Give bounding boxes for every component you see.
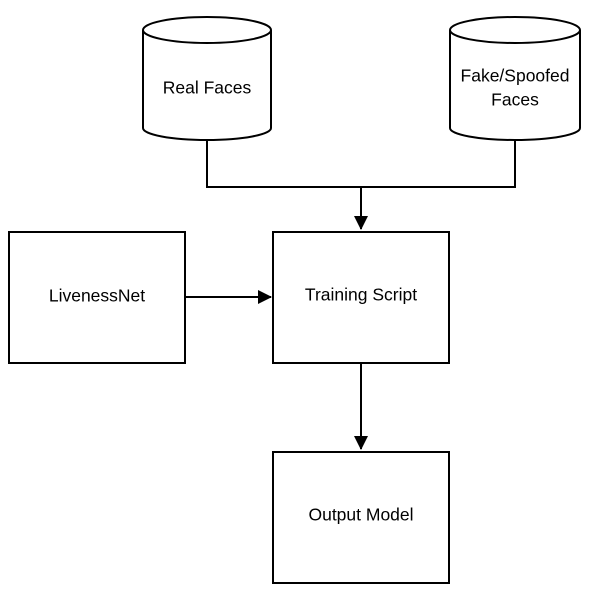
real-faces-label: Real Faces xyxy=(163,78,252,98)
output-model-label: Output Model xyxy=(308,505,413,525)
fake-faces-database: Fake/Spoofed Faces xyxy=(449,16,581,141)
livenessnet-node: LivenessNet xyxy=(8,231,186,364)
real-faces-database: Real Faces xyxy=(142,16,272,141)
fake-faces-label-line1: Fake/Spoofed xyxy=(461,66,570,86)
fake-faces-label-line2: Faces xyxy=(491,90,539,110)
training-script-node: Training Script xyxy=(272,231,450,364)
real-faces-cylinder-body xyxy=(142,30,272,141)
livenessnet-box xyxy=(8,231,186,364)
livenessnet-label: LivenessNet xyxy=(49,286,145,306)
fake-faces-cylinder-top xyxy=(449,16,581,44)
training-script-box xyxy=(272,231,450,364)
training-script-label: Training Script xyxy=(305,285,417,305)
databases-merge-connector xyxy=(206,141,516,188)
output-model-node: Output Model xyxy=(272,451,450,584)
fake-faces-cylinder-body xyxy=(449,30,581,141)
output-model-box xyxy=(272,451,450,584)
real-faces-cylinder-top xyxy=(142,16,272,44)
